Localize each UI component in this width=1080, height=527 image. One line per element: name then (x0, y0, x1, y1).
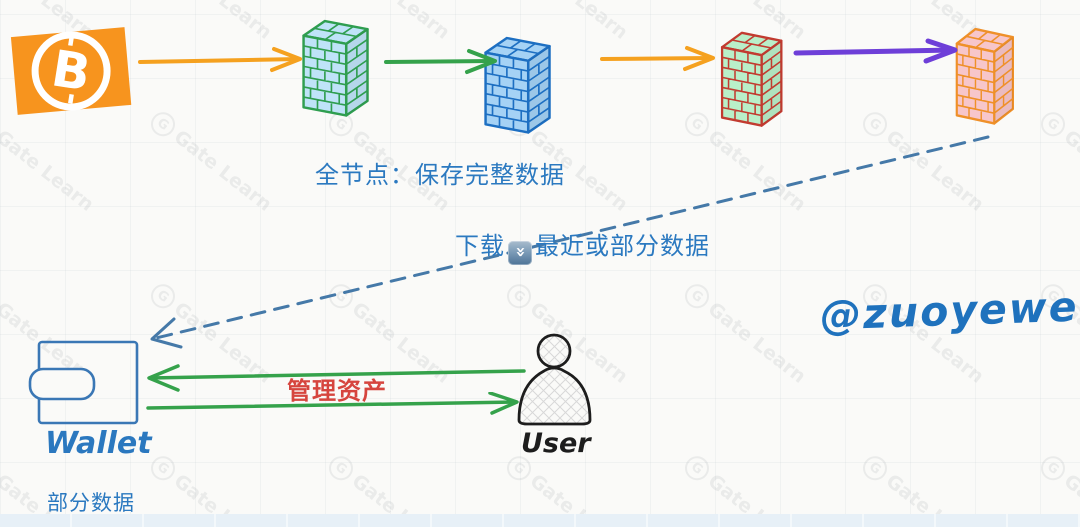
manage-assets-label: 管理资产 (287, 377, 387, 405)
watermark-text: Gate Learn (0, 126, 98, 216)
bch-b-glyph: B (48, 39, 95, 102)
download-emoji-icon: » (508, 240, 532, 265)
full-node-block-2 (479, 25, 561, 139)
arrow-node3-to-node4 (793, 38, 958, 64)
user-icon (517, 333, 592, 426)
dashed-download-arrow (150, 135, 990, 349)
full-node-caption: 全节点：保存完整数据 (315, 161, 565, 189)
full-node-block-4 (951, 16, 1023, 130)
full-node-block-1 (297, 8, 379, 122)
download-caption-prefix: 下载 (455, 232, 505, 260)
download-caption-suffix: 最近或部分数据 (535, 232, 710, 260)
wallet-label: Wallet (45, 426, 152, 461)
user-label: User (521, 428, 591, 459)
full-node-block-3 (716, 20, 792, 132)
watermark-text: Gate Learn (170, 0, 276, 44)
download-caption: 下载»最近或部分数据 (455, 226, 710, 265)
bottom-edge-band (0, 514, 1080, 527)
author-handle: @zuoyeweb3 (819, 280, 1080, 340)
arrow-bch-to-node1 (138, 47, 302, 72)
watermark-text: Gate Learn (1059, 126, 1080, 216)
arrow-wallet-to-user (146, 392, 519, 415)
partial-data-label: 部分数据 (47, 491, 135, 515)
arrow-user-to-wallet (147, 364, 526, 392)
bitcoin-cash-logo: B (10, 27, 132, 115)
arrow-node2-to-node3 (600, 46, 715, 71)
wallet-icon (28, 340, 139, 425)
watermark-text: Gate Learn (1060, 0, 1080, 44)
arrow-node1-to-node2 (384, 49, 497, 74)
